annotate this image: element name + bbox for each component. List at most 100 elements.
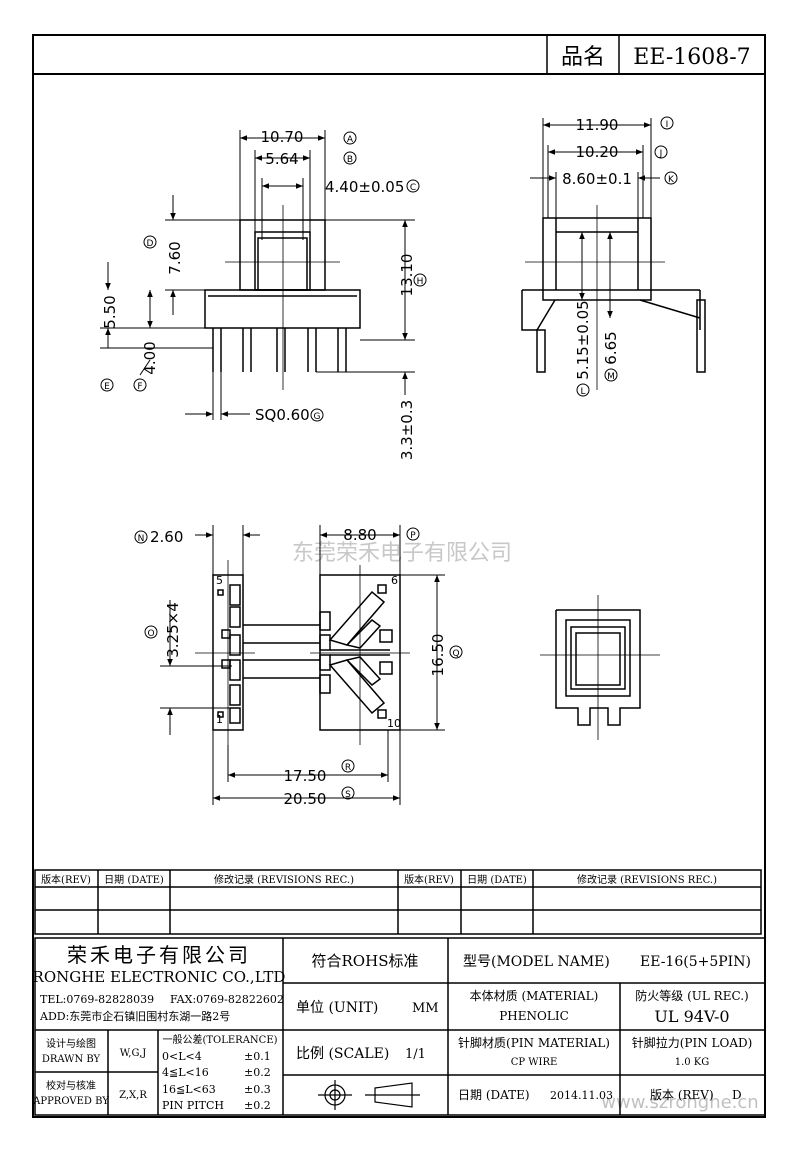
front-view (204, 205, 361, 390)
front-dim-texts: 10.70 A 5.64 B 4.40±0.05 C D 7.60 5.50 E… (100, 128, 427, 460)
unit-value: MM (412, 1001, 439, 1016)
bottom-right-view (310, 565, 410, 745)
scale-value: 1/1 (405, 1047, 426, 1062)
svg-text:PIN PITCH: PIN PITCH (162, 1099, 224, 1112)
svg-text:一般公差(TOLERANCE): 一般公差(TOLERANCE) (162, 1033, 277, 1046)
svg-text:5.15±0.05: 5.15±0.05 (574, 300, 592, 379)
svg-text:R: R (345, 763, 351, 773)
svg-text:8.80: 8.80 (343, 526, 376, 544)
svg-text:S: S (345, 790, 351, 800)
revision-table (34, 869, 762, 935)
svg-text:版本(REV): 版本(REV) (41, 873, 91, 886)
svg-text:17.50: 17.50 (284, 767, 327, 785)
svg-text:针脚材质(PIN MATERIAL): 针脚材质(PIN MATERIAL) (458, 1035, 610, 1050)
model-name: EE-16(5+5PIN) (640, 954, 751, 970)
side-dimensions (530, 118, 660, 318)
svg-text:型号(MODEL NAME): 型号(MODEL NAME) (463, 954, 610, 970)
svg-text:日期 (DATE): 日期 (DATE) (104, 874, 164, 886)
bottom-left-view (195, 560, 320, 745)
svg-text:防火等级 (UL REC.): 防火等级 (UL REC.) (635, 988, 748, 1003)
svg-text:I: I (666, 120, 669, 130)
bottom-dim-texts: N 2.60 8.80 P O 3.25×4 16.50 Q 17.50 R 2… (134, 526, 463, 808)
svg-text:10.20: 10.20 (576, 143, 619, 161)
svg-text:3.3±0.3: 3.3±0.3 (398, 400, 416, 460)
ul-value: UL 94V-0 (654, 1007, 729, 1026)
svg-text:APPROVED BY: APPROVED BY (32, 1096, 109, 1107)
svg-text:单位 (UNIT): 单位 (UNIT) (296, 1000, 378, 1016)
pin-load-value: 1.0 KG (675, 1057, 710, 1068)
svg-text:±0.2: ±0.2 (244, 1066, 271, 1079)
part-number: EE-1608-7 (633, 45, 750, 70)
svg-text:10.70: 10.70 (261, 128, 304, 146)
svg-text:D: D (147, 239, 154, 249)
svg-text:3.25×4: 3.25×4 (164, 602, 182, 658)
watermark-company: 东莞荣禾电子有限公司 (292, 541, 512, 566)
svg-text:设计与绘图: 设计与绘图 (46, 1037, 96, 1050)
svg-text:N: N (138, 534, 145, 544)
svg-text:E: E (104, 382, 110, 392)
svg-text:10: 10 (387, 717, 401, 730)
watermark-url: www.szronghe.cn (601, 1092, 758, 1113)
part-name-label: 品名 (561, 45, 605, 70)
svg-text:16≦L<63: 16≦L<63 (162, 1083, 216, 1096)
svg-text:5.64: 5.64 (265, 150, 298, 168)
svg-text:修改记录 (REVISIONS REC.): 修改记录 (REVISIONS REC.) (577, 873, 717, 886)
svg-text:8.60±0.1: 8.60±0.1 (562, 170, 632, 188)
svg-text:5: 5 (216, 574, 223, 587)
svg-text:5.50: 5.50 (101, 295, 119, 328)
svg-text:SQ0.60: SQ0.60 (255, 406, 310, 424)
svg-text:F: F (137, 382, 142, 392)
svg-text:B: B (347, 155, 353, 165)
rohs: 符合ROHS标准 (312, 952, 419, 970)
date-value: 2014.11.03 (550, 1089, 613, 1102)
svg-text:6.65: 6.65 (602, 331, 620, 364)
svg-text:C: C (410, 183, 416, 193)
svg-text:日期 (DATE): 日期 (DATE) (458, 1088, 530, 1102)
svg-text:日期 (DATE): 日期 (DATE) (467, 874, 527, 886)
company-cn: 荣禾电子有限公司 (67, 943, 251, 967)
title-block-grid (34, 937, 766, 1116)
rev-value: D (732, 1088, 742, 1102)
material-value: PHENOLIC (499, 1009, 569, 1023)
svg-text:7.60: 7.60 (166, 241, 184, 274)
svg-text:11.90: 11.90 (576, 116, 619, 134)
svg-text:2.60: 2.60 (150, 528, 183, 546)
fax: FAX:0769-82822602 (170, 993, 284, 1006)
svg-text:J: J (659, 149, 663, 159)
core-top-view (540, 595, 660, 740)
svg-text:4≦L<16: 4≦L<16 (162, 1066, 209, 1079)
front-dimensions (100, 130, 415, 420)
bottom-dimensions (160, 525, 445, 805)
projection-symbol-icon (318, 1080, 420, 1110)
title-block-text: 荣禾电子有限公司 RONGHE ELECTRONIC CO.,LTD TEL:0… (32, 943, 752, 1112)
svg-text:4.00: 4.00 (141, 341, 159, 374)
side-dim-texts: 11.90 I 10.20 J 8.60±0.1 K 5.15±0.05 L 6… (562, 116, 678, 397)
svg-text:13.10: 13.10 (398, 254, 416, 297)
revision-headers: 版本(REV) 日期 (DATE) 修改记录 (REVISIONS REC.) … (41, 873, 717, 886)
svg-text:DRAWN BY: DRAWN BY (42, 1054, 101, 1065)
drawn-by: W,G,J (120, 1048, 147, 1059)
svg-text:H: H (417, 277, 424, 287)
svg-text:Q: Q (452, 649, 459, 659)
svg-text:±0.3: ±0.3 (244, 1083, 271, 1096)
svg-text:P: P (410, 531, 416, 541)
svg-text:20.50: 20.50 (284, 790, 327, 808)
svg-text:M: M (607, 372, 615, 382)
svg-text:16.50: 16.50 (429, 634, 447, 677)
svg-text:1: 1 (216, 713, 223, 726)
svg-text:0<L<4: 0<L<4 (162, 1050, 202, 1063)
svg-text:比例 (SCALE): 比例 (SCALE) (296, 1046, 389, 1062)
svg-text:校对与核准: 校对与核准 (46, 1079, 96, 1092)
side-view (521, 205, 706, 390)
svg-text:6: 6 (391, 574, 398, 587)
svg-text:本体材质 (MATERIAL): 本体材质 (MATERIAL) (470, 989, 599, 1003)
svg-text:L: L (580, 387, 585, 397)
svg-text:A: A (347, 135, 354, 145)
address: ADD:东莞市企石镇旧围村东湖一路2号 (39, 1009, 230, 1023)
svg-text:±0.2: ±0.2 (244, 1099, 271, 1112)
svg-text:G: G (314, 412, 321, 422)
svg-text:版本 (REV): 版本 (REV) (650, 1088, 714, 1102)
svg-text:K: K (668, 175, 675, 185)
tel: TEL:0769-82828039 (40, 993, 154, 1006)
